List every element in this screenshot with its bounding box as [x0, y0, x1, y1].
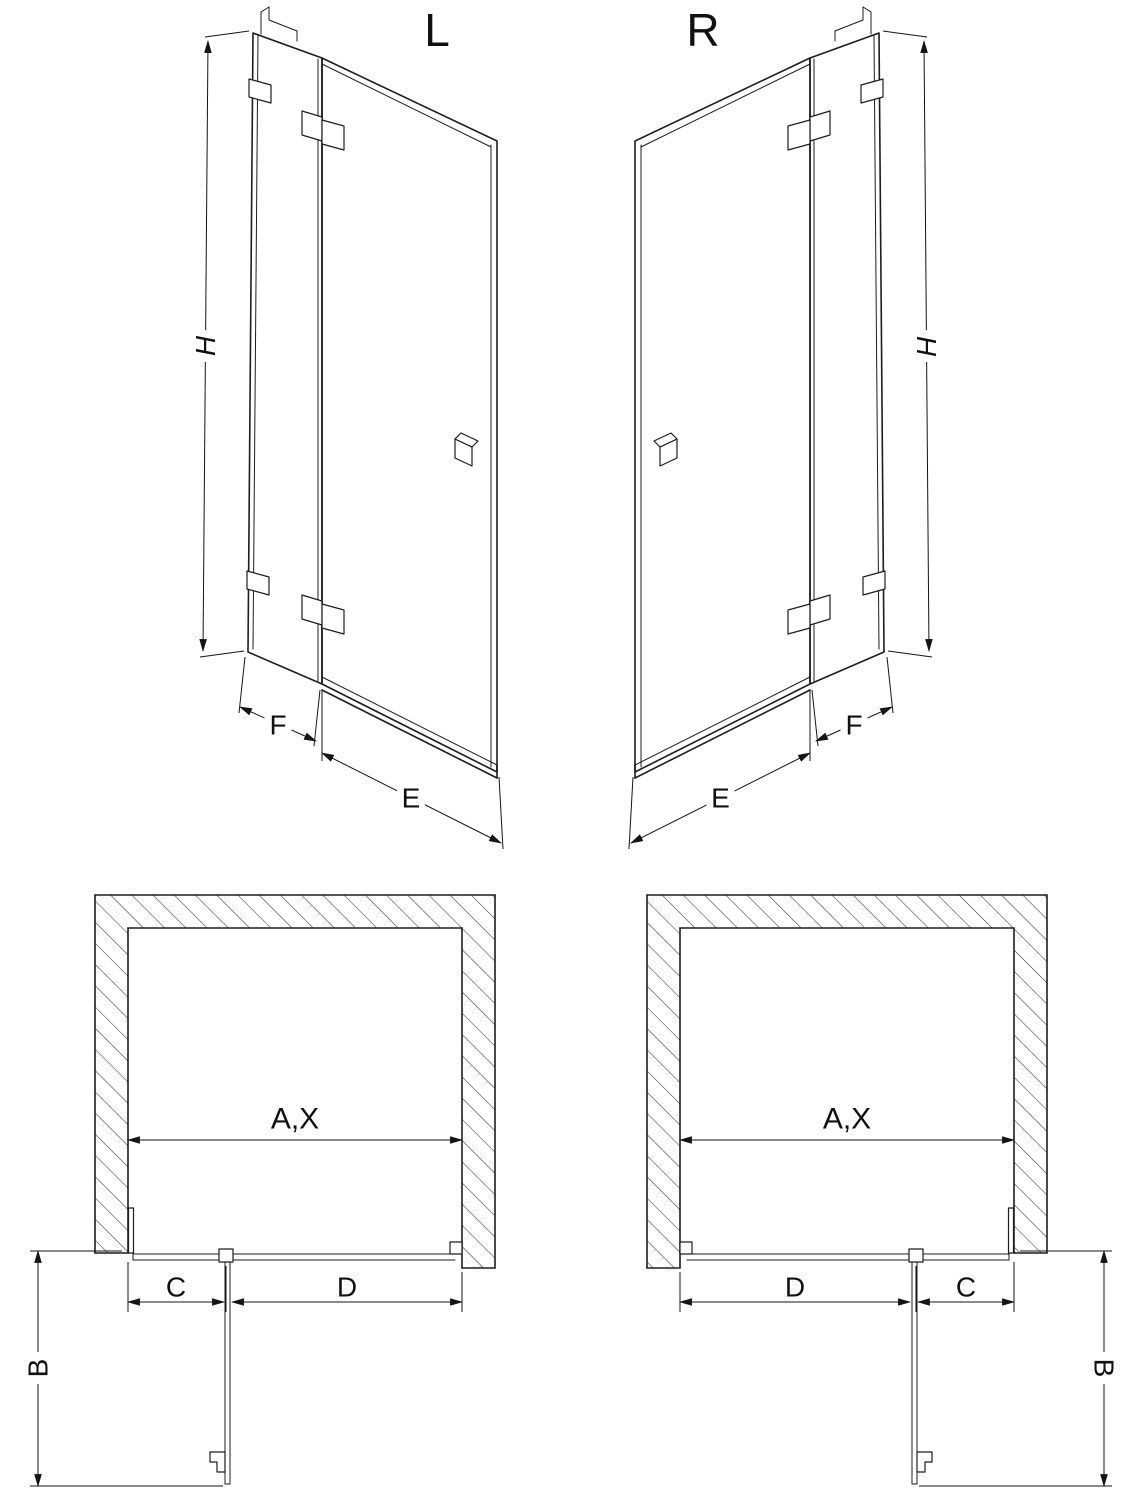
wall-profile-bracket-icon [260, 6, 298, 42]
open-door-line [911, 1261, 933, 1485]
wall-clamp-top-icon [860, 78, 884, 104]
hinge-bottom-icon [787, 594, 831, 635]
pivot-hinge-icon [908, 1248, 924, 1263]
dimension-ax-label: A,X [823, 1103, 871, 1136]
dimension-h: H [882, 30, 942, 658]
dimension-d: D [678, 1266, 917, 1312]
door-panel [321, 57, 498, 779]
dimension-ax: A,X [126, 1103, 464, 1144]
dimension-b-label: B [23, 1359, 54, 1378]
right-door-perspective: H E F R [628, 4, 942, 850]
dimension-f-label: F [269, 710, 286, 741]
variant-label-left: L [424, 4, 450, 56]
dimension-c: C [126, 1262, 227, 1312]
dimension-f: F [238, 656, 321, 747]
door-handle-icon [209, 1451, 226, 1473]
dimension-d-label: D [337, 1272, 357, 1303]
dimension-ax-label: A,X [271, 1103, 319, 1136]
wall-clamp-bottom-icon [862, 570, 886, 596]
dimension-d: D [230, 1272, 464, 1312]
dimension-f-label: F [845, 710, 862, 741]
left-door-perspective: H F E L [190, 4, 504, 850]
wall-clamp-bottom-icon [246, 570, 270, 596]
hatched-wall [646, 894, 1048, 1269]
dimension-c-label: C [956, 1272, 976, 1303]
dimension-c-label: C [166, 1272, 186, 1303]
closed-door-line [679, 1241, 1010, 1261]
dimension-f: F [811, 656, 894, 747]
right-plan-view: A,X D C B [646, 894, 1120, 1488]
dimension-h-label: H [190, 335, 221, 356]
dimension-ax: A,X [678, 1103, 1016, 1144]
wall-clamp-top-icon [248, 78, 272, 104]
open-door-line [209, 1261, 231, 1485]
wall-profile-bracket-icon [834, 6, 872, 42]
dimension-d-label: D [785, 1272, 805, 1303]
wall-glass-profile [127, 1207, 135, 1254]
dimension-h-label: H [911, 336, 942, 357]
dimension-e-label: E [711, 783, 730, 814]
dimension-e: E [628, 690, 811, 850]
door-handle-icon [653, 432, 678, 467]
door-panel [634, 57, 811, 779]
door-handle-icon [454, 432, 479, 467]
door-handle-icon [916, 1451, 933, 1473]
wall-glass-profile [1007, 1207, 1015, 1254]
dimension-e: E [321, 690, 504, 850]
hinge-top-icon [787, 110, 831, 151]
dimension-b: B [23, 1249, 223, 1488]
variant-label-right: R [686, 4, 719, 56]
dimension-h: H [190, 30, 250, 658]
hatched-wall [94, 894, 496, 1269]
pivot-hinge-icon [218, 1248, 234, 1263]
dimension-e-label: E [402, 783, 421, 814]
left-plan-view: A,X C D B [23, 894, 496, 1488]
dimension-c: C [916, 1262, 1016, 1312]
closed-door-line [132, 1241, 463, 1261]
dimension-b-label: B [1089, 1359, 1120, 1378]
hinge-top-icon [301, 110, 345, 151]
dimension-b: B [919, 1249, 1120, 1488]
hinge-bottom-icon [301, 594, 345, 635]
